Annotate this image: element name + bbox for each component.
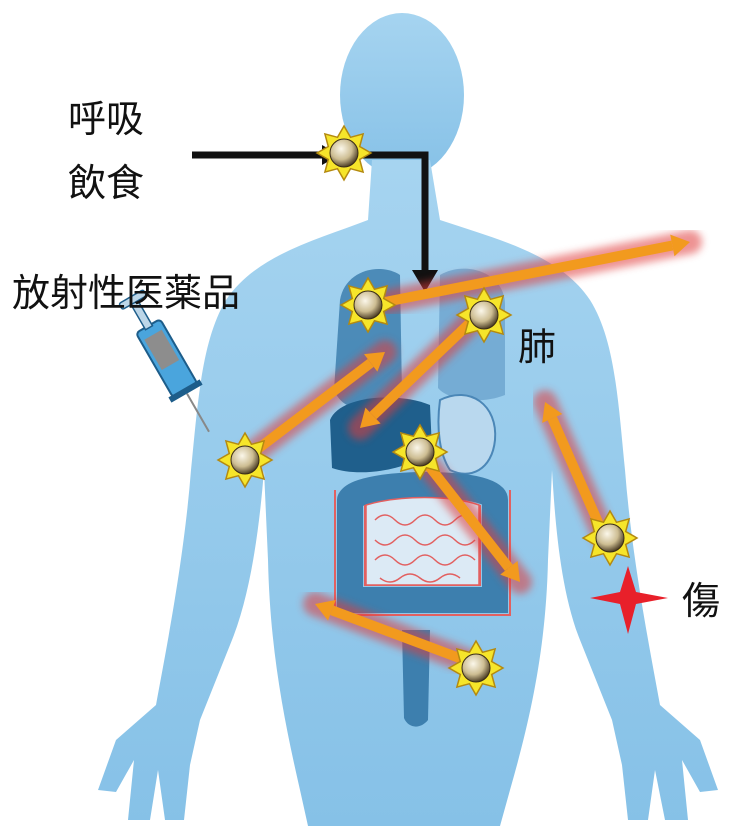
label-lung: 肺 xyxy=(518,325,556,369)
label-breathing: 呼吸 xyxy=(68,97,144,141)
stomach xyxy=(438,395,495,474)
radiation-source-icon xyxy=(393,425,447,479)
label-wound: 傷 xyxy=(682,579,720,623)
radiation-source-icon xyxy=(457,288,511,342)
radiation-source-icon xyxy=(449,641,503,695)
label-eating: 飲食 xyxy=(68,161,144,205)
label-radiopharmaceutical: 放射性医薬品 xyxy=(12,271,240,315)
radiation-source-icon xyxy=(583,511,637,565)
radiation-source-icon xyxy=(317,126,371,180)
radiation-source-icon xyxy=(341,278,395,332)
radiation-source-icon xyxy=(218,433,272,487)
